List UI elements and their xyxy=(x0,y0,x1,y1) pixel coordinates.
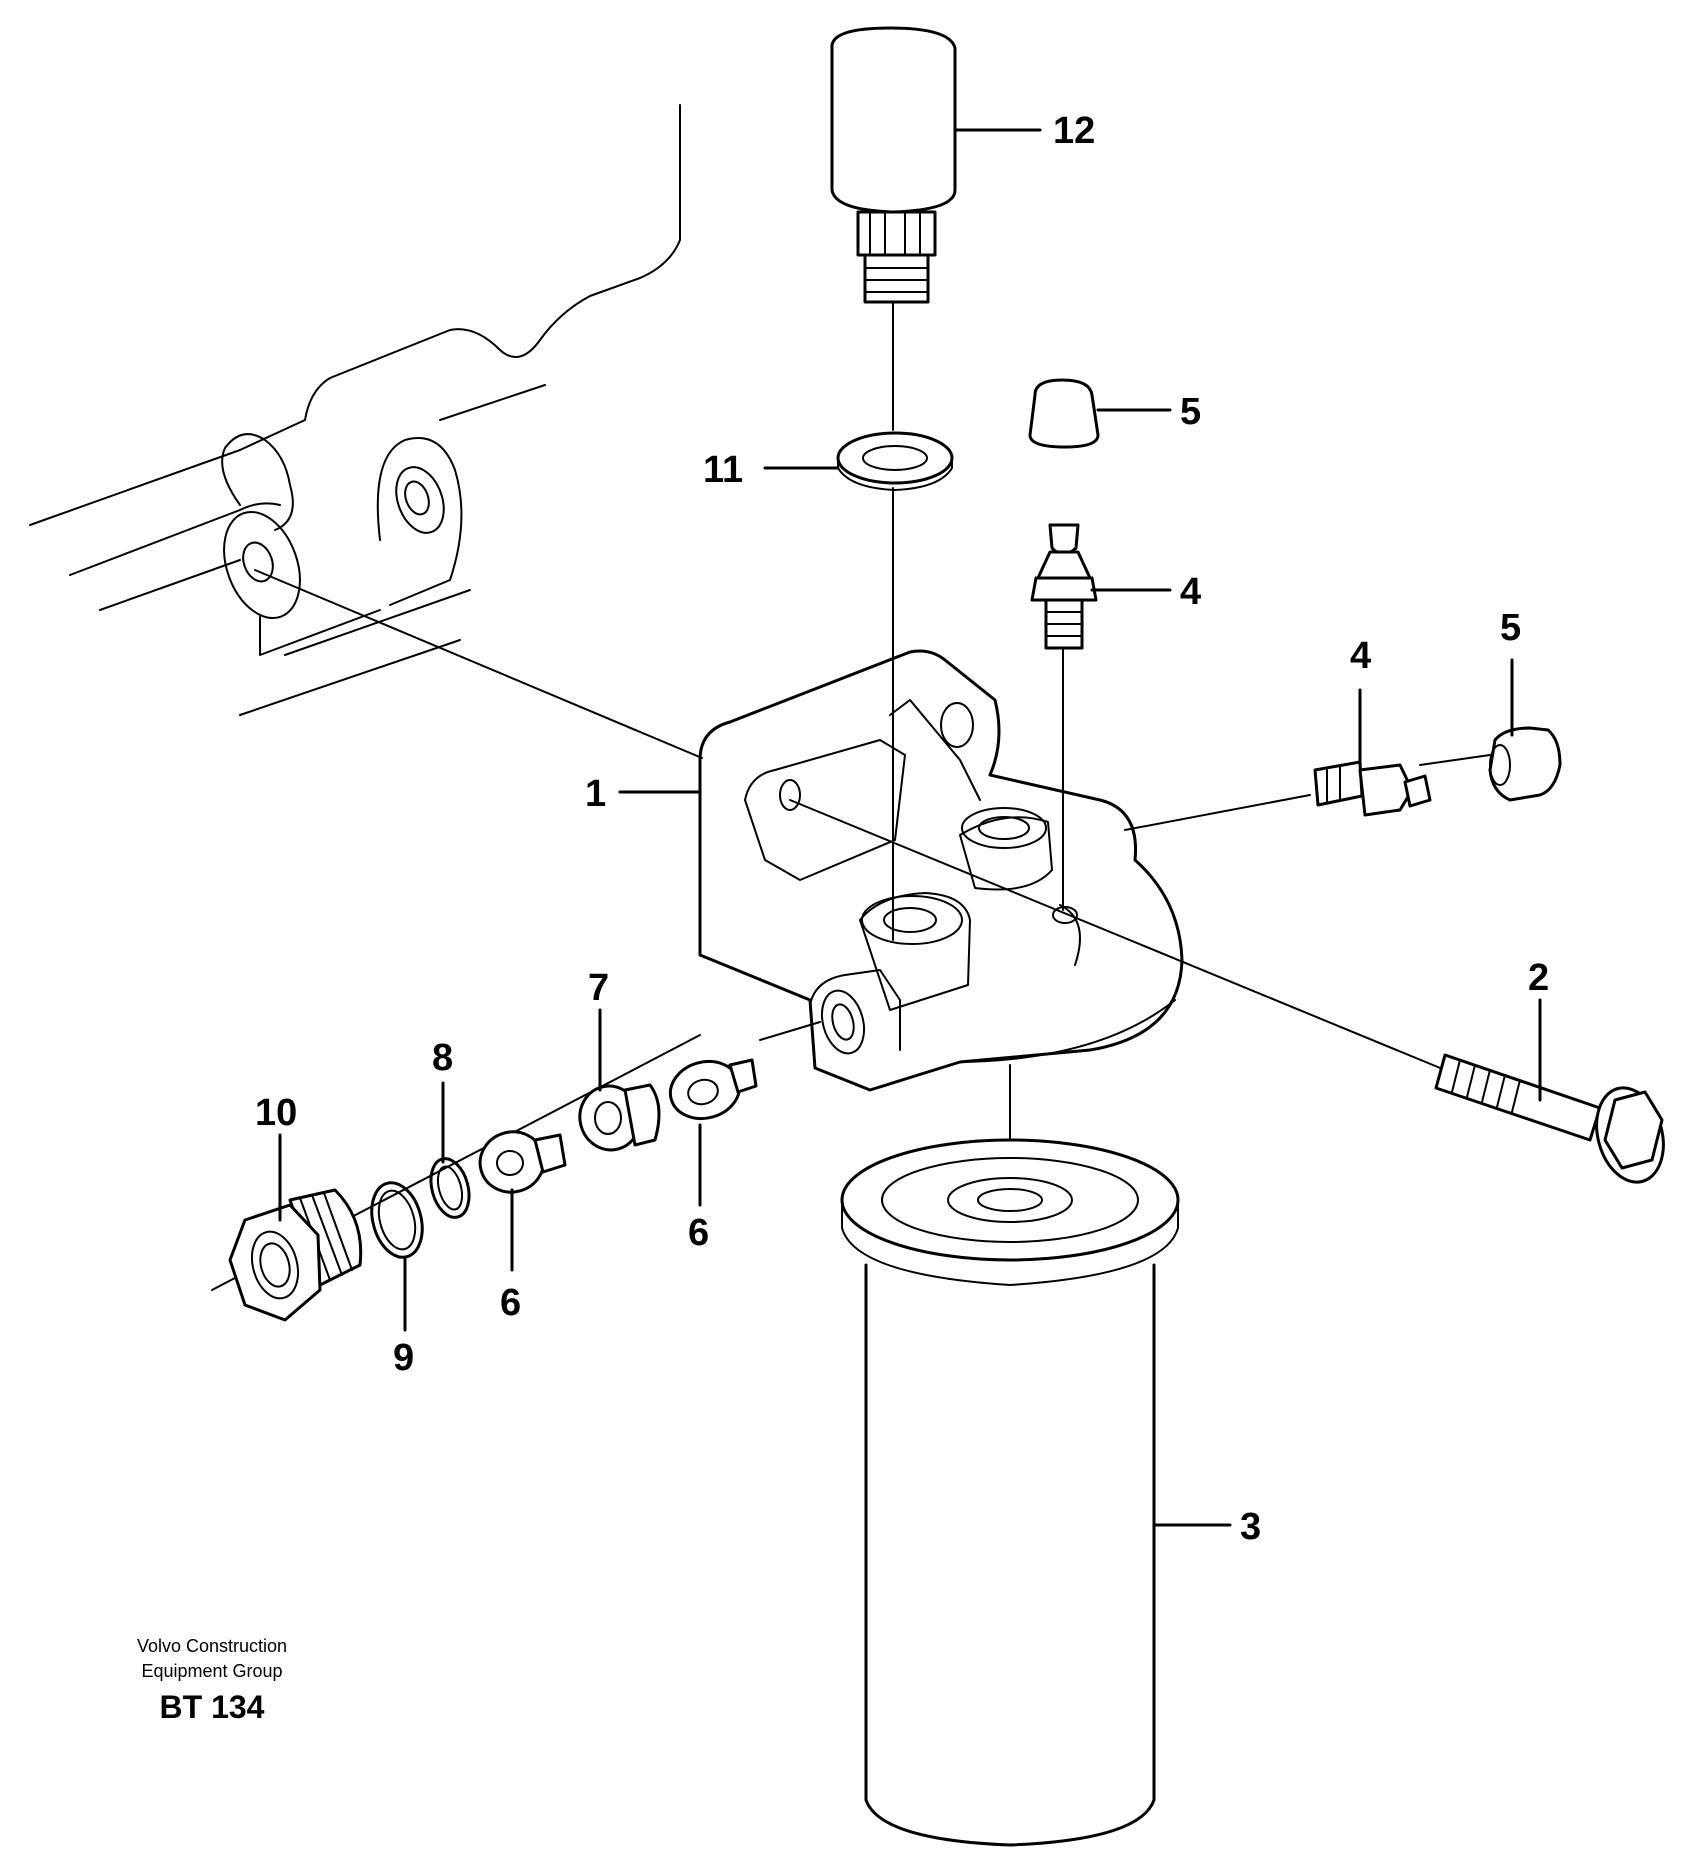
callout-3: 3 xyxy=(1240,1506,1261,1548)
callout-labels: 12 11 5 4 5 4 1 2 3 6 7 8 6 9 10 xyxy=(255,110,1549,1548)
part-4-nipple-right xyxy=(1313,760,1432,817)
callout-5-right: 5 xyxy=(1500,607,1521,649)
part-5-cap-top xyxy=(1028,378,1100,449)
part-8-o-ring xyxy=(429,1157,471,1219)
callout-8: 8 xyxy=(432,1037,453,1079)
footer-company-line2: Equipment Group xyxy=(141,1661,282,1681)
part-9-o-ring xyxy=(370,1181,424,1259)
callout-5-top: 5 xyxy=(1180,391,1201,433)
callout-10: 10 xyxy=(255,1092,297,1134)
callout-4-right: 4 xyxy=(1350,635,1371,677)
engine-block-outline xyxy=(29,104,681,716)
part-4-nipple-top xyxy=(1030,523,1098,650)
callout-2: 2 xyxy=(1528,957,1549,999)
part-6-valve-left xyxy=(478,1130,567,1194)
part-7-seat xyxy=(578,1083,661,1152)
part-3-filter-cartridge xyxy=(840,1138,1180,1847)
callout-4-top: 4 xyxy=(1180,571,1201,613)
part-6-valve-right xyxy=(668,1058,758,1121)
figure-code: BT 134 xyxy=(160,1689,265,1725)
callout-6-left: 6 xyxy=(500,1282,521,1324)
filter-bracket xyxy=(698,649,1184,1092)
callout-11: 12 xyxy=(1053,110,1095,152)
callout-leaders xyxy=(278,128,1542,1527)
part-10-plug xyxy=(228,1188,363,1322)
callout-9: 9 xyxy=(393,1337,414,1379)
part-2-bolt xyxy=(1434,1053,1665,1184)
footer: Volvo Construction Equipment Group BT 13… xyxy=(137,1636,287,1725)
footer-company-line1: Volvo Construction xyxy=(137,1636,287,1656)
callout-12: 11 xyxy=(703,449,743,491)
callout-7: 7 xyxy=(588,967,609,1009)
callout-6-right: 6 xyxy=(688,1212,709,1254)
part-5-cap-right xyxy=(1488,726,1562,802)
part-11-sensor xyxy=(830,26,957,431)
part-12-washer xyxy=(836,431,954,491)
callout-1: 1 xyxy=(585,773,606,815)
